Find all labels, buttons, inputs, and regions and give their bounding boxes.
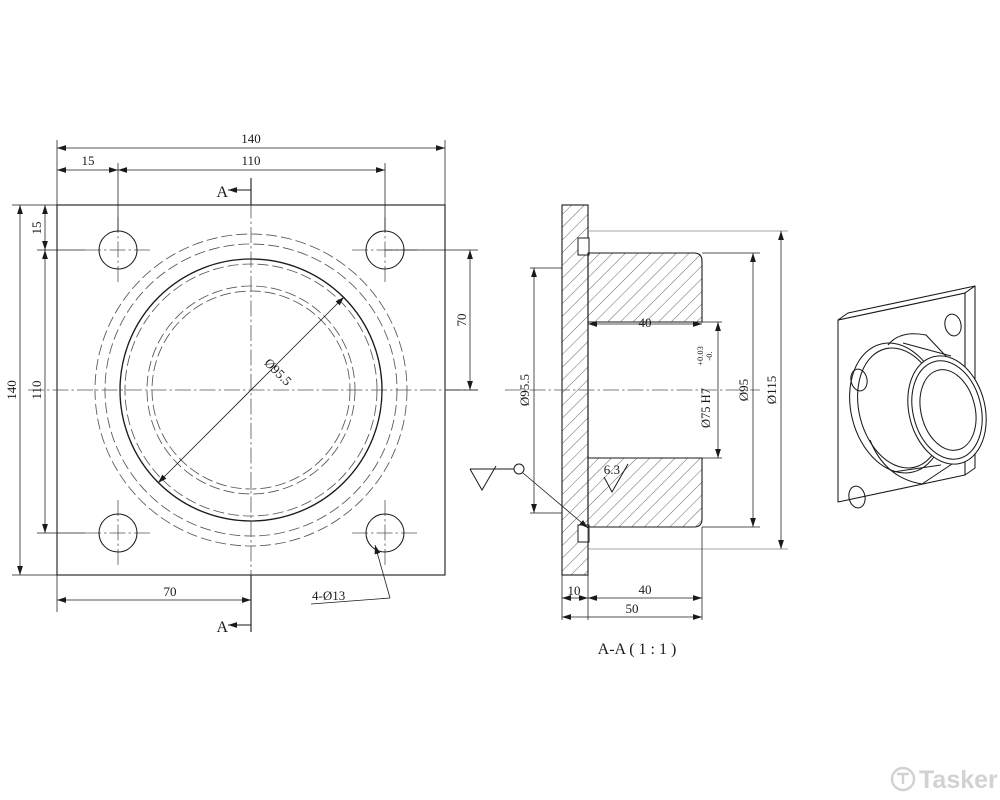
bolt-hole-bottom-left <box>98 513 138 553</box>
section-bolt-hole-top <box>577 237 590 256</box>
dim-edge-offset: 15 <box>82 153 95 168</box>
general-surface-finish-symbol <box>469 463 589 529</box>
hole-callout-leader <box>310 544 391 605</box>
circle-d95-boss <box>124 263 378 517</box>
dim-half-pitch-right: 70 <box>454 314 469 327</box>
front-right-dims <box>385 249 478 391</box>
machining-circle-icon <box>513 463 525 475</box>
dim-boss-outer-diameter: Ø95 <box>736 379 751 401</box>
section-caption: A-A ( 1 : 1 ) <box>598 641 677 658</box>
front-diameter-leader <box>157 296 345 484</box>
section-view-a-a: 40 Ø95.5 Ø75 H7 +0.03 -0. Ø95 <box>469 204 788 658</box>
iso-boss-link-bottom <box>892 464 942 473</box>
dim-bore-diameter: Ø75 H7 <box>699 388 713 428</box>
dim-flange-thickness: 10 <box>568 583 581 598</box>
isometric-view <box>837 285 987 509</box>
section-marker-top: A <box>216 178 252 205</box>
dim-bolt-pitch-horizontal: 110 <box>241 153 260 168</box>
section-bore-dim <box>702 321 722 459</box>
front-view: Ø95.5 140 110 15 <box>4 131 478 636</box>
front-bore-circles <box>94 233 408 547</box>
front-left-dims <box>12 204 85 576</box>
dim-overall-width: 140 <box>241 131 261 146</box>
section-marker-bottom: A <box>216 575 252 636</box>
section-label-bottom: A <box>216 619 228 636</box>
tasker-logo-icon <box>890 766 916 792</box>
iso-boss-silhouette-top <box>887 333 977 389</box>
dim-seat-diameter: Ø95.5 <box>517 374 532 406</box>
dim-edge-offset-vertical: 15 <box>29 222 44 235</box>
section-bottom-dims <box>561 527 703 620</box>
section-label-top: A <box>216 184 228 201</box>
circle-d115-inner <box>104 243 398 537</box>
dim-bore-depth: 40 <box>639 315 652 330</box>
iso-boss-link-top <box>902 342 952 357</box>
section-d95-dim <box>702 252 760 528</box>
dim-boss-length: 40 <box>639 582 652 597</box>
front-diameter-label: Ø95.5 <box>262 355 295 388</box>
section-d955-dim <box>530 267 562 514</box>
watermark-text: Tasker <box>919 766 998 794</box>
front-bottom-dims <box>56 575 252 612</box>
dim-bolt-pitch-vertical: 110 <box>29 380 44 399</box>
surface-roughness-value: 6.3 <box>604 462 620 477</box>
dim-bore-tol-lower: -0. <box>704 351 714 360</box>
dim-overall-length: 50 <box>626 601 639 616</box>
dim-flange-outer-diameter: Ø115 <box>764 376 779 404</box>
watermark: Tasker <box>890 766 998 794</box>
section-d115-dim <box>588 230 788 550</box>
circle-d95p5-seat <box>119 258 383 522</box>
iso-boss-bore <box>919 369 977 451</box>
section-boss-body <box>587 252 703 528</box>
circle-d75-bore-inner <box>151 290 351 490</box>
hole-callout-label: 4-Ø13 <box>312 588 345 603</box>
circle-d75-bore <box>146 285 356 495</box>
dim-bore-tol-upper: +0.03 <box>695 346 705 366</box>
dim-half-pitch-bottom: 70 <box>164 584 177 599</box>
bolt-hole-bottom-right <box>365 513 405 553</box>
circle-d115-outer <box>94 233 408 547</box>
dim-overall-height: 140 <box>4 380 19 400</box>
front-top-dims <box>56 140 446 232</box>
surface-roughness-symbol <box>603 463 629 494</box>
front-centerlines <box>28 178 478 628</box>
